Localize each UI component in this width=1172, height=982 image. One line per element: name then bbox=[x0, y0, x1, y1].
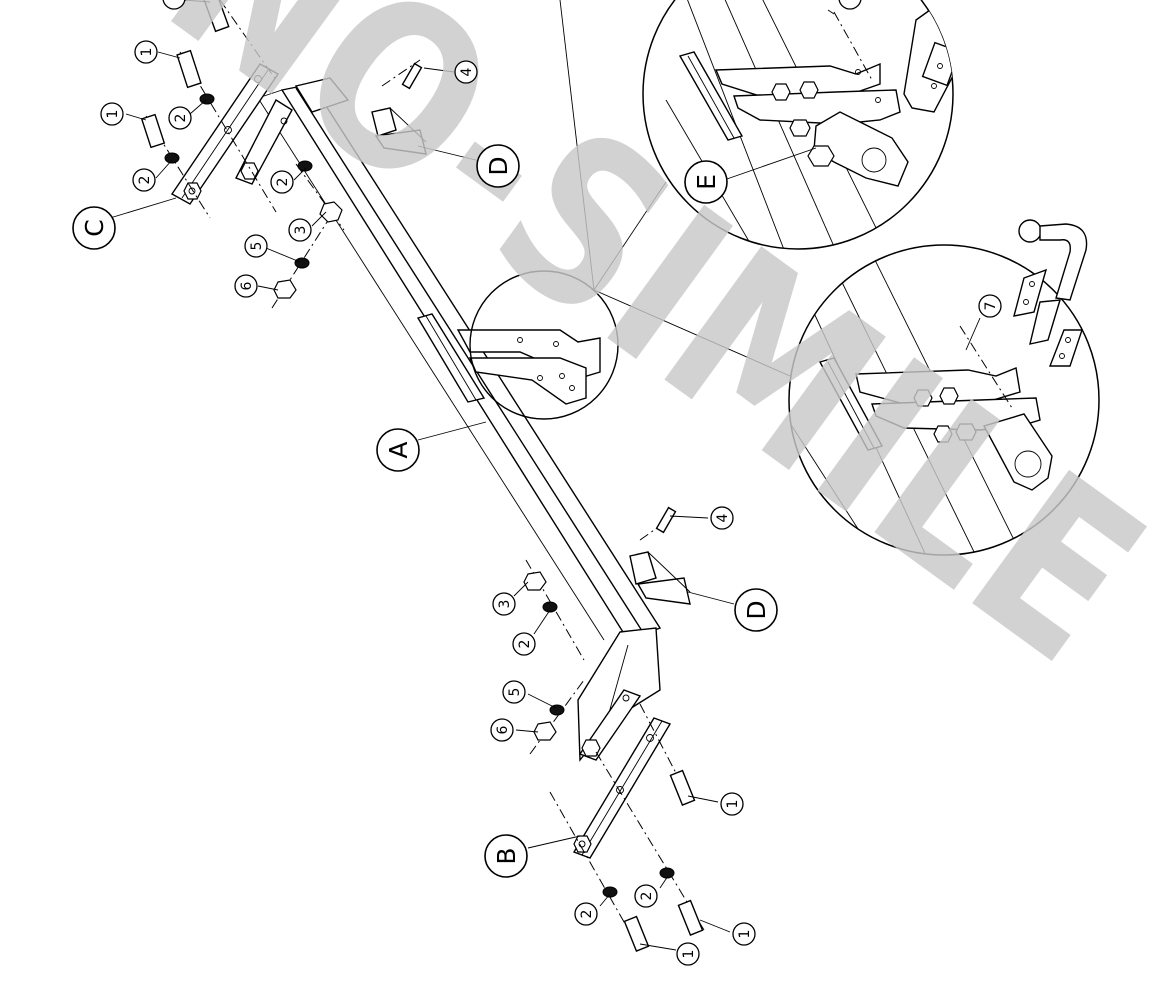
callout-7-detail-lower-text: 7 bbox=[983, 302, 999, 311]
callout-e: E bbox=[684, 160, 728, 204]
callout-1-c: 1 bbox=[720, 792, 744, 816]
callout-d-upper-text: D bbox=[484, 156, 513, 175]
callout-4-b-text: 4 bbox=[715, 513, 731, 522]
callout-1-d: 1 bbox=[732, 922, 756, 946]
callout-3-b: 3 bbox=[492, 592, 516, 616]
callout-1-top bbox=[162, 0, 186, 10]
callout-2-a: 2 bbox=[168, 106, 192, 130]
callout-c-text: C bbox=[80, 219, 109, 236]
callout-3-b-text: 3 bbox=[497, 600, 513, 609]
callout-d-lower-text: D bbox=[742, 600, 771, 619]
callout-2-e: 2 bbox=[574, 902, 598, 926]
callout-1-e: 1 bbox=[676, 942, 700, 966]
callout-2-d: 2 bbox=[512, 632, 536, 656]
callout-5-b-text: 5 bbox=[507, 688, 523, 697]
callout-d-upper: D bbox=[476, 144, 520, 188]
callout-b-text: B bbox=[492, 847, 521, 864]
callout-6-a-text: 6 bbox=[239, 281, 255, 290]
callout-1-a: 1 bbox=[134, 40, 158, 64]
callout-5-a: 5 bbox=[244, 234, 268, 258]
magnifier-circle bbox=[469, 270, 619, 420]
bracket-b bbox=[572, 689, 672, 859]
coupling-mount bbox=[416, 313, 601, 405]
callout-3-a-text: 3 bbox=[293, 226, 309, 235]
callout-1-c-text: 1 bbox=[725, 800, 741, 809]
callout-2-b: 2 bbox=[132, 168, 156, 192]
callout-d-lower: D bbox=[734, 588, 778, 632]
callout-b: B bbox=[484, 834, 528, 878]
callout-6-a: 6 bbox=[234, 274, 258, 298]
callout-2-c-text: 2 bbox=[275, 178, 291, 187]
callout-4-b: 4 bbox=[710, 506, 734, 530]
callout-c: C bbox=[72, 206, 116, 250]
callout-1-b-text: 1 bbox=[105, 110, 121, 119]
callout-5-b: 5 bbox=[502, 680, 526, 704]
bracket-d-upper bbox=[371, 107, 427, 155]
fasteners-right bbox=[523, 506, 705, 952]
callout-2-d-text: 2 bbox=[517, 640, 533, 649]
bracket-c bbox=[170, 63, 293, 205]
callout-1-b: 1 bbox=[100, 102, 124, 126]
callout-2-e-text: 2 bbox=[579, 910, 595, 919]
callout-7-detail-lower: 7 bbox=[978, 294, 1002, 318]
callout-7-detail-upper bbox=[838, 0, 862, 10]
callout-1-d-text: 1 bbox=[737, 930, 753, 939]
callout-4-a-text: 4 bbox=[459, 67, 475, 76]
callout-1-e-text: 1 bbox=[681, 950, 697, 959]
callout-2-a-text: 2 bbox=[173, 114, 189, 123]
callout-3-a: 3 bbox=[288, 218, 312, 242]
callout-6-b: 6 bbox=[490, 718, 514, 742]
callout-2-f: 2 bbox=[634, 884, 658, 908]
towball-7 bbox=[1013, 219, 1088, 367]
callout-2-b-text: 2 bbox=[137, 176, 153, 185]
callout-6-b-text: 6 bbox=[495, 725, 511, 734]
callout-2-f-text: 2 bbox=[639, 892, 655, 901]
detail-leaders bbox=[559, 0, 791, 377]
callout-2-c: 2 bbox=[270, 170, 294, 194]
callout-a-text: A bbox=[384, 441, 413, 458]
callout-a: A bbox=[376, 428, 420, 472]
callout-5-a-text: 5 bbox=[249, 242, 265, 251]
bracket-d-lower bbox=[629, 551, 691, 605]
callout-4-a: 4 bbox=[454, 60, 478, 84]
detail-view-lower bbox=[788, 244, 1100, 556]
callout-1-a-text: 1 bbox=[139, 48, 155, 57]
callout-leaders bbox=[109, 0, 981, 951]
callout-e-text: E bbox=[692, 174, 721, 190]
